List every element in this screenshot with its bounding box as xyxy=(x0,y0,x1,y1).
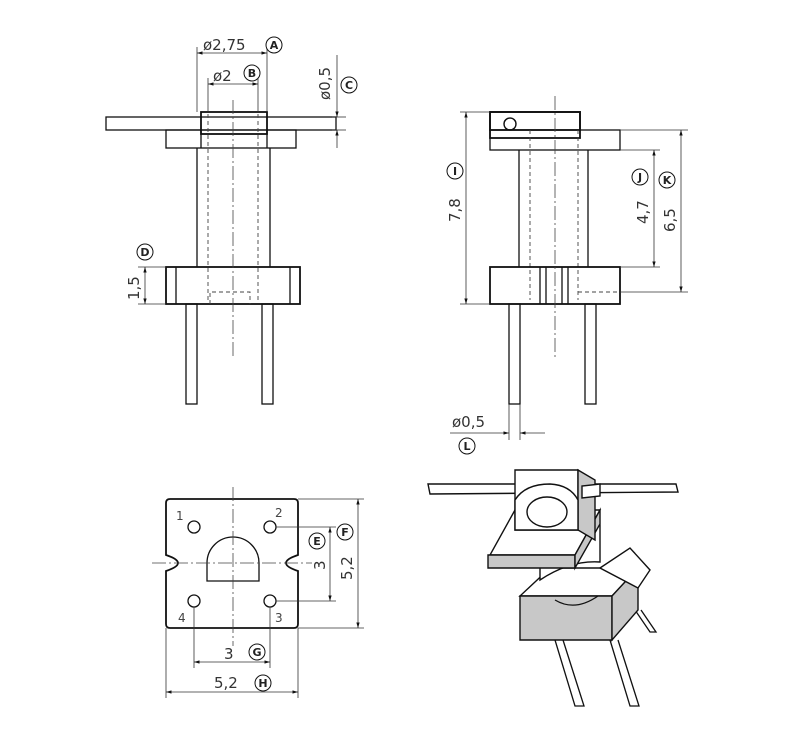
pin-hole-2 xyxy=(263,520,277,534)
callout-e xyxy=(308,532,326,550)
callout-d-letter: D xyxy=(140,246,149,259)
pin-hole-3 xyxy=(263,594,277,608)
pin-number-3: 3 xyxy=(275,611,283,625)
callout-f xyxy=(336,523,354,541)
dim-i-value: 7,8 xyxy=(446,198,464,222)
pin-number-2: 2 xyxy=(275,506,283,520)
dim-e-value: 3 xyxy=(311,560,329,570)
callout-a-letter: A xyxy=(270,39,279,52)
callout-i xyxy=(446,162,464,180)
callout-h xyxy=(254,674,272,692)
callout-e-letter: E xyxy=(313,535,321,548)
isometric-view xyxy=(427,468,679,707)
pin-number-4: 4 xyxy=(178,611,186,625)
pin-number-1: 1 xyxy=(176,509,184,523)
callout-c xyxy=(340,76,358,94)
dim-d-value: 1,5 xyxy=(125,276,143,300)
callout-j-letter: J xyxy=(637,171,642,184)
callout-b xyxy=(243,64,261,82)
callout-j xyxy=(631,168,649,186)
callout-c-letter: C xyxy=(345,79,353,92)
callout-l-letter: L xyxy=(463,440,470,453)
callout-i-letter: I xyxy=(453,165,457,178)
dim-h-value: 5,2 xyxy=(214,674,238,692)
bottom-view: 1 2 3 4 3 E 5,2 F 3 G 5,2 H xyxy=(152,487,364,698)
callout-f-letter: F xyxy=(341,526,349,539)
dim-f-value: 5,2 xyxy=(338,556,356,580)
callout-h-letter: H xyxy=(258,677,267,690)
dim-l-value: ø0,5 xyxy=(452,413,485,431)
callout-l xyxy=(458,437,476,455)
pin-hole-4 xyxy=(187,594,201,608)
dim-a-value: ø2,75 xyxy=(203,36,246,54)
callout-k-letter: K xyxy=(663,174,672,187)
callout-k xyxy=(658,171,676,189)
callout-b-letter: B xyxy=(248,67,256,80)
dim-c-value: ø0,5 xyxy=(316,67,334,100)
callout-g xyxy=(248,643,266,661)
dim-b-value: ø2 xyxy=(213,67,232,85)
callout-d xyxy=(136,243,154,261)
callout-a xyxy=(265,36,283,54)
dim-g-value: 3 xyxy=(224,645,234,663)
front-view: ø2,75 A ø2 B ø0,5 C 1,5 D xyxy=(105,36,358,405)
pin-hole-1 xyxy=(187,520,201,534)
dim-j-value: 4,7 xyxy=(634,200,652,224)
dim-k-value: 6,5 xyxy=(661,208,679,232)
callout-g-letter: G xyxy=(252,646,261,659)
side-view: 7,8 I 4,7 J 6,5 K ø0,5 L xyxy=(446,96,688,455)
